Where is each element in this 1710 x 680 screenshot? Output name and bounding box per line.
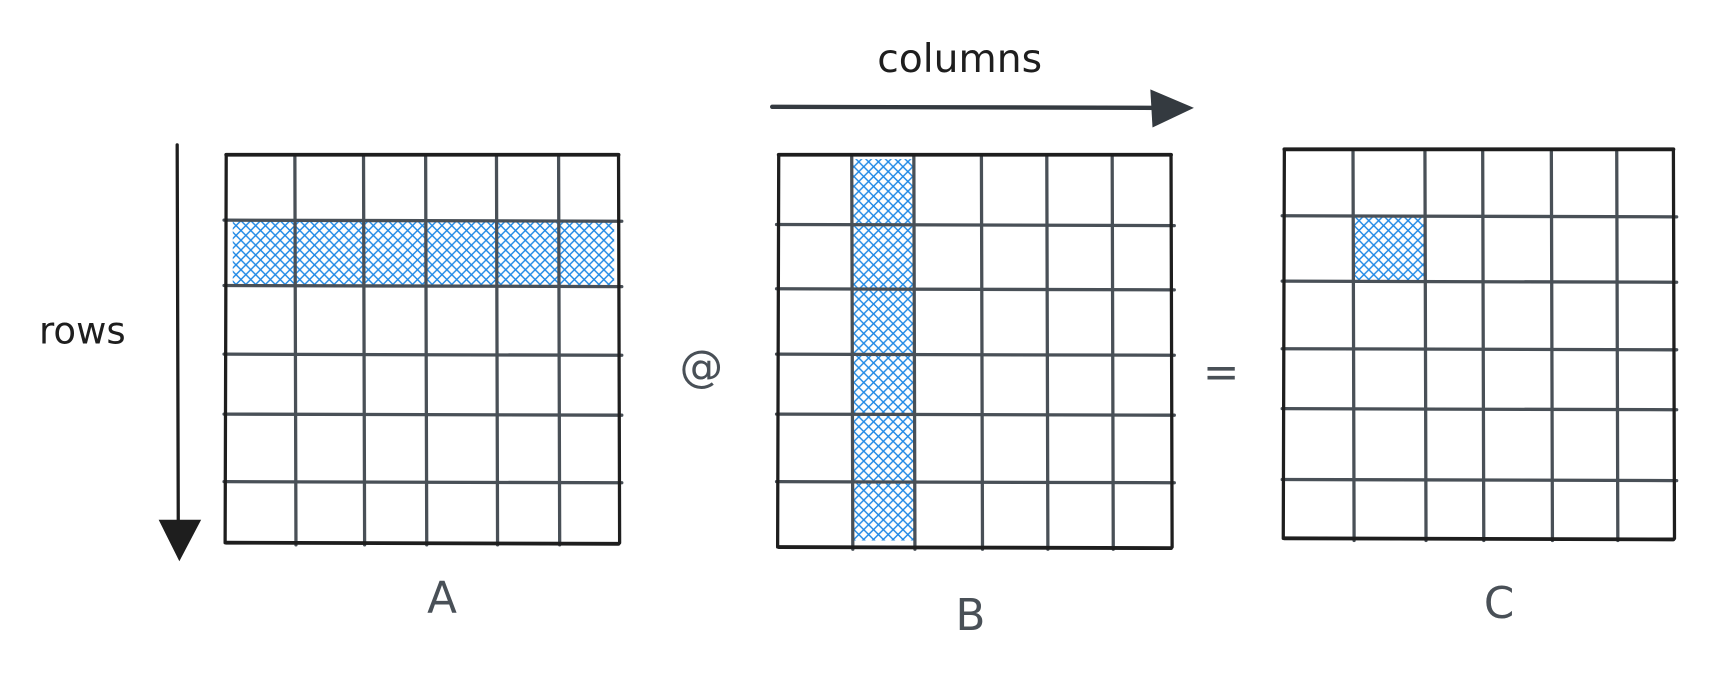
grid-row-line <box>222 283 624 289</box>
grid-column-line <box>1549 149 1555 543</box>
grid-row-line <box>1280 347 1679 352</box>
columns-label: columns <box>877 37 1042 82</box>
grid-row-line <box>222 352 624 357</box>
grid-row-line <box>222 480 624 485</box>
grid-row-line <box>1280 407 1679 412</box>
grid-column-line <box>361 155 367 547</box>
grid-border-right <box>1169 153 1174 549</box>
equals-operator: = <box>1203 348 1240 398</box>
grid-column-line <box>494 155 500 547</box>
grid-column-line <box>1351 149 1356 543</box>
matrix-a-highlight-row <box>232 220 615 286</box>
matrix-c-label: C <box>1484 579 1514 629</box>
grid-border-left <box>775 153 781 549</box>
grid-column-line <box>1615 149 1620 543</box>
matrix-a-label: A <box>427 573 457 623</box>
grid-border-left <box>1281 147 1286 540</box>
grid-column-line <box>979 155 985 551</box>
matrix-b-highlight-column <box>851 159 914 541</box>
grid-border-bottom <box>776 545 1173 551</box>
grid-row-line <box>1280 214 1679 219</box>
grid-row-line <box>222 218 624 223</box>
grid-column-line <box>1481 149 1486 543</box>
grid-row-line <box>774 412 1176 417</box>
grid-column-line <box>556 155 562 547</box>
grid-column-line <box>424 155 429 547</box>
grid-column-line <box>1110 155 1115 551</box>
grid-row-line <box>222 412 624 417</box>
matrix-a <box>222 152 624 547</box>
matrix-c-highlight-cell <box>1353 215 1425 282</box>
matrix-b-label: B <box>956 591 986 641</box>
grid-row-line <box>774 222 1176 228</box>
grid-border-left <box>223 153 228 545</box>
grid-row-line <box>774 480 1176 485</box>
matmul-operator: @ <box>680 342 724 392</box>
matrix-b <box>774 152 1176 551</box>
rows-arrow <box>158 143 202 562</box>
grid-column-line <box>1045 155 1050 551</box>
grid-border-bottom <box>224 540 621 546</box>
grid-column-line <box>1423 149 1428 543</box>
grid-border-right <box>616 153 622 545</box>
grid-row-line <box>774 287 1176 292</box>
columns-arrow <box>769 89 1194 128</box>
grid-row-line <box>1280 279 1679 284</box>
grid-row-line <box>774 352 1176 357</box>
matrix-c <box>1280 147 1679 543</box>
grid-border-bottom <box>1282 536 1676 542</box>
grid-row-line <box>1280 477 1679 483</box>
rows-label: rows <box>39 309 126 352</box>
grid-column-line <box>293 155 298 547</box>
grid-border-right <box>1671 147 1677 540</box>
